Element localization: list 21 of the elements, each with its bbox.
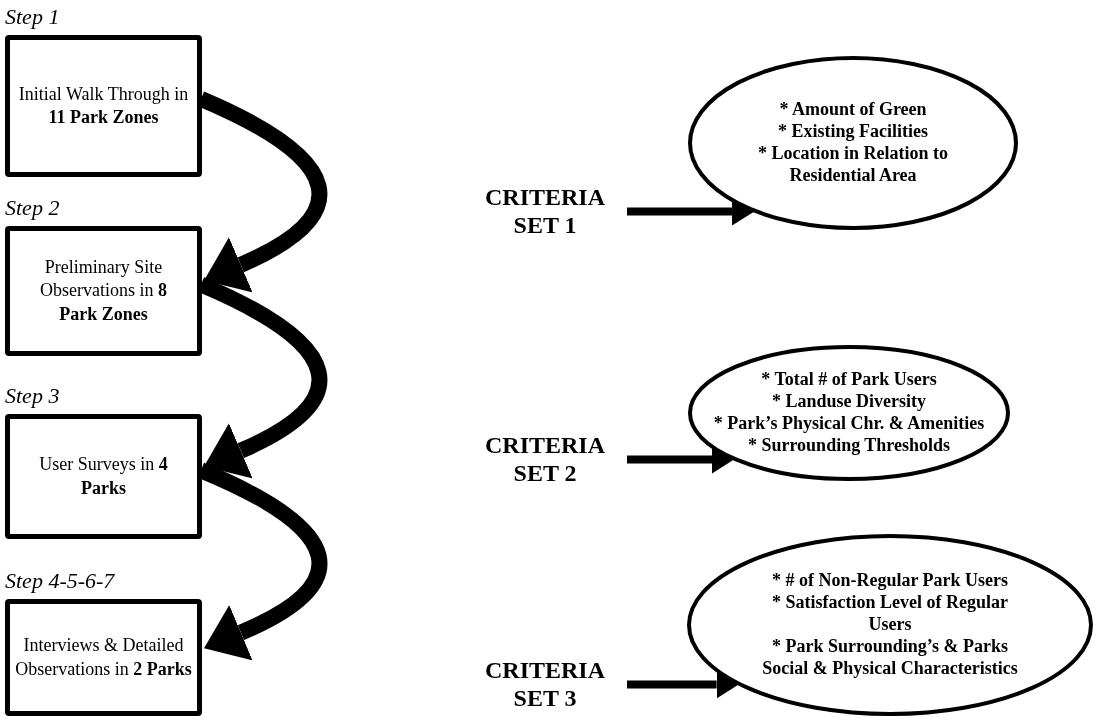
box-text: Initial Walk Through in 11 Park Zones [17, 82, 190, 129]
criteria-item: * Location in Relation to Residential Area [757, 143, 949, 187]
criteria-label: CRITERIA SET 1 [484, 184, 606, 240]
step-label: Step 2 [5, 194, 60, 222]
step-label: Step 4-5-6-7 [5, 567, 115, 595]
criteria-label: CRITERIA SET 3 [484, 657, 606, 713]
criteria-item: * Park Surrounding’s & Parks Social & Physical Characteristics [761, 635, 1019, 680]
criteria-item: * # of Non-Regular Park Users [771, 570, 1009, 593]
criteria-label: CRITERIA SET 2 [484, 432, 606, 488]
step-label: Step 3 [5, 382, 60, 410]
box-text: Preliminary Site Observations in 8 Park Zones [39, 255, 168, 326]
step-label: Step 1 [5, 3, 60, 31]
criteria-item: * Total # of Park Users [761, 369, 937, 392]
criteria-item: * Existing Facilities [778, 121, 928, 143]
criteria-item: * Satisfaction Level of Regular Users [771, 592, 1009, 636]
box-text: User Surveys in 4 Parks [38, 453, 169, 500]
criteria-item: * Park’s Physical Chr. & Amenities [713, 413, 985, 435]
criteria-item: * Amount of Green [779, 99, 927, 122]
criteria-item: * Surrounding Thresholds [747, 434, 951, 457]
criteria-item: * Landuse Diversity [772, 391, 926, 413]
box-text: Interviews & Detailed Observations in 2 Parks [14, 634, 193, 681]
